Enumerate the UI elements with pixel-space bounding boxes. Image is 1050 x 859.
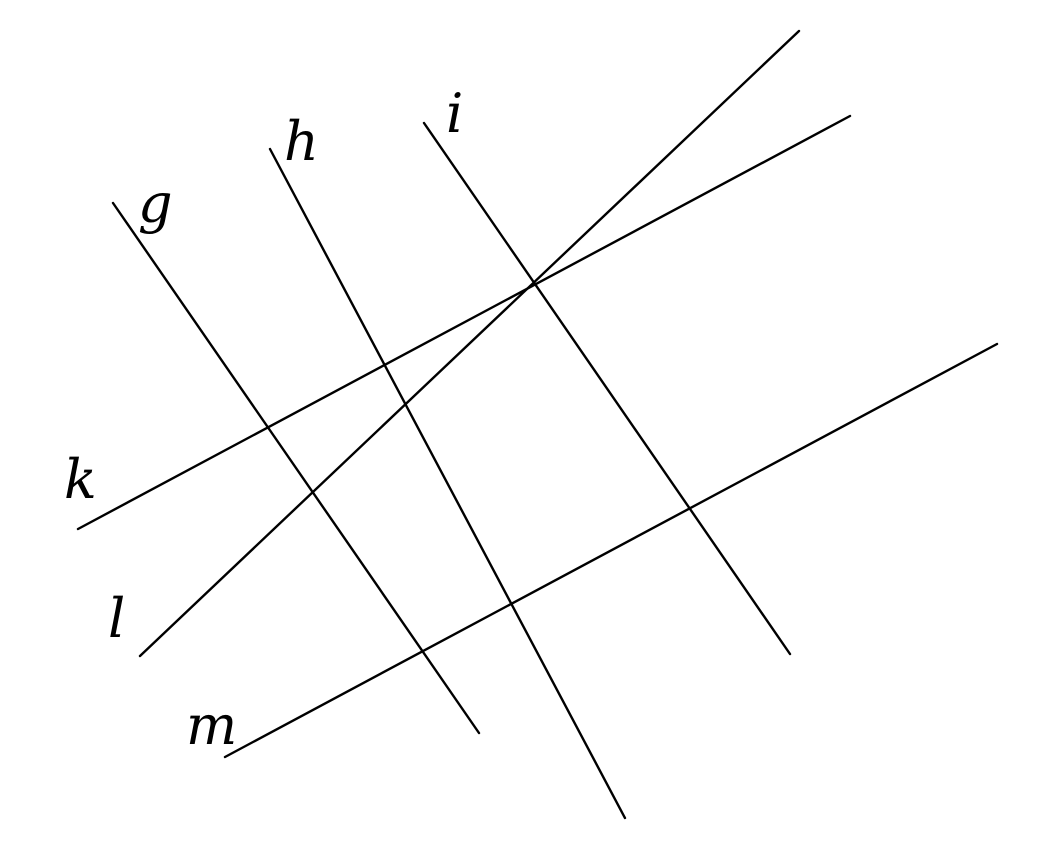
- label-g: g: [138, 172, 173, 235]
- line-i: [422, 121, 792, 656]
- line-l: [138, 29, 801, 658]
- line-m: [223, 342, 999, 759]
- label-l: l: [108, 587, 125, 650]
- label-m: m: [186, 694, 237, 757]
- line-k: [76, 114, 852, 531]
- line-h: [268, 147, 627, 820]
- label-i: i: [446, 82, 463, 145]
- label-k: k: [64, 448, 97, 511]
- label-h: h: [284, 110, 319, 173]
- line-g: [111, 201, 481, 735]
